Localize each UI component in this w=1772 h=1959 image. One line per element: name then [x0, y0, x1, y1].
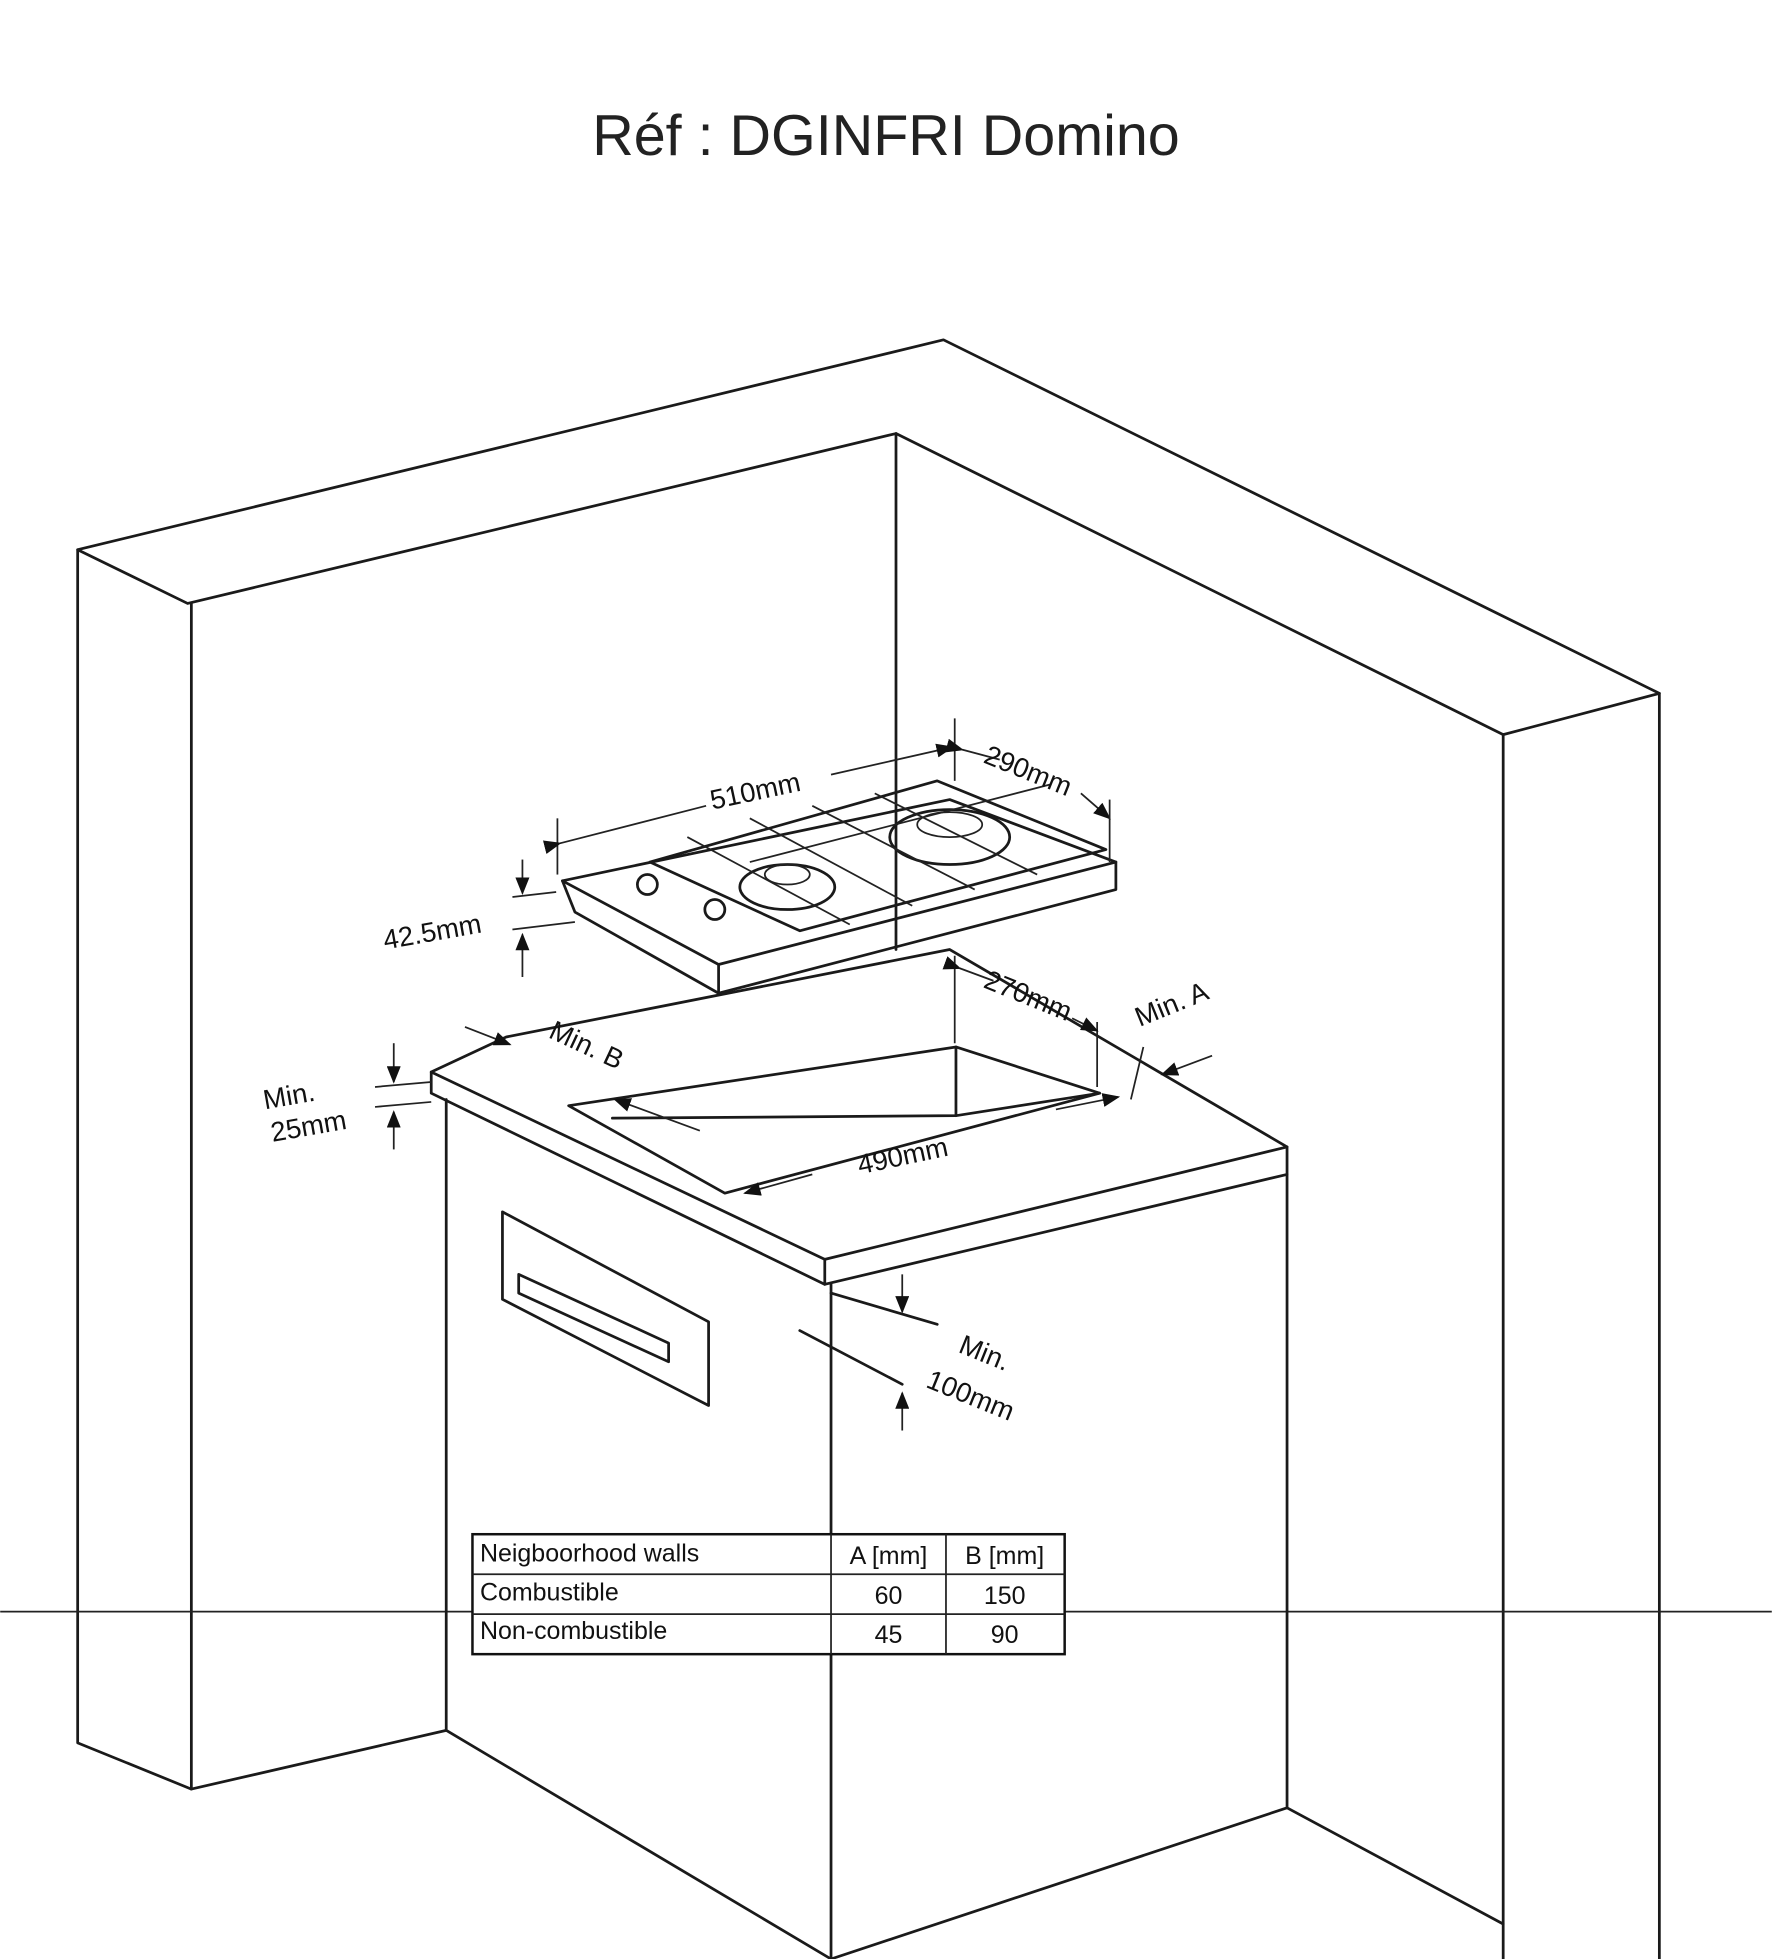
- height-label: 42.5mm: [381, 908, 484, 956]
- clearance-table: Neigboorhood walls A [mm] B [mm] Combust…: [471, 1532, 1066, 1656]
- small-burner: [738, 863, 837, 911]
- table-cell-a: 45: [875, 1621, 903, 1649]
- table-header-b: B [mm]: [965, 1542, 1044, 1570]
- page-title: Réf : DGINFRI Domino: [592, 104, 1180, 168]
- drawer: [501, 1210, 710, 1407]
- table-row-label: Non-combustible: [480, 1617, 667, 1645]
- cutout-width-label: 490mm: [855, 1131, 951, 1180]
- table-cell-b: 150: [984, 1582, 1026, 1610]
- width-label: 510mm: [707, 766, 803, 815]
- countertop-cutout: [567, 1045, 1102, 1195]
- table-cell-a: 60: [875, 1582, 903, 1610]
- depth-label: 290mm: [980, 739, 1077, 802]
- cabinet: [429, 948, 1289, 1959]
- table-header-a: A [mm]: [850, 1542, 928, 1570]
- table-header-walls: Neigboorhood walls: [480, 1540, 699, 1568]
- min-100-label-line1: Min.: [955, 1329, 1015, 1377]
- back-walls: [76, 338, 1661, 1959]
- gas-hob: [561, 779, 1118, 995]
- cutout-depth-label: 270mm: [980, 964, 1077, 1027]
- dimension-lines: [374, 718, 1213, 1431]
- min-b-label: Min. B: [545, 1014, 629, 1075]
- table-cell-b: 90: [991, 1621, 1019, 1649]
- knob-icon: [636, 873, 659, 896]
- min-a-label: Min. A: [1130, 975, 1213, 1033]
- knob-icon: [703, 898, 727, 921]
- table-row-label: Combustible: [480, 1578, 619, 1606]
